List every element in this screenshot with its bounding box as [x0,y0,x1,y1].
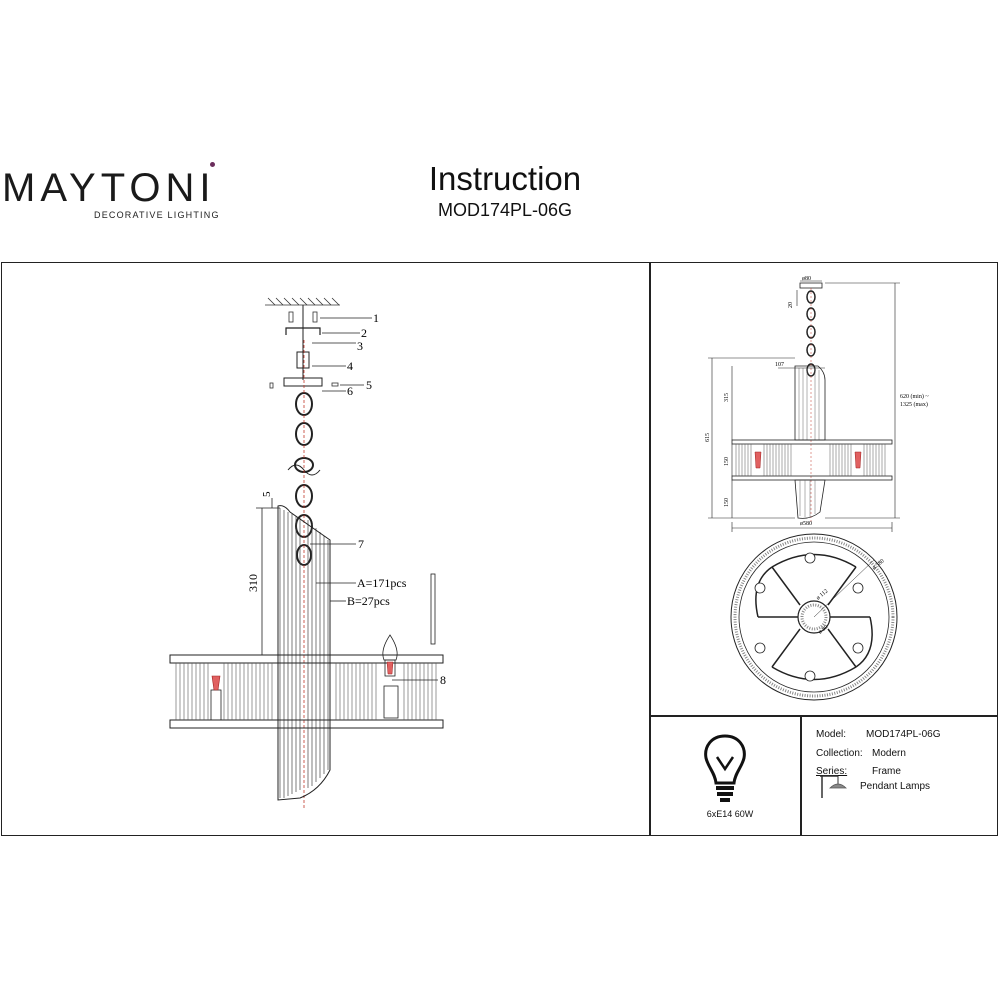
frame-divider-vertical [649,262,651,836]
callout-3: 3 [357,339,363,353]
dim-diameter: ø580 [800,521,812,527]
part-b-label: B=27pcs [347,594,390,608]
spec-collection-key: Collection: [816,748,863,759]
pendant-lamp-icon [820,775,847,798]
spec-type-value: Pendant Lamps [860,781,931,792]
dim-canopy: ø80 [802,276,811,282]
spec-series-value: Frame [872,766,901,777]
callout-8: 8 [440,673,446,687]
dim-rod: 107 [775,362,784,368]
frame-divider-spec [800,715,802,836]
bulb-icon [704,734,746,802]
callout-7: 7 [358,537,364,551]
dim-total: 620 (min) ~ [900,393,929,400]
ceiling-hatch [265,297,340,306]
plan-mid-dia: ø 112 [815,588,829,601]
model-code: MOD174PL-06G [437,200,573,220]
dim-top-label: 5 [261,491,273,497]
dimension-drawing: ø80 20 107 620 (min) ~ 1325 (max) 315 61… [705,276,929,701]
part-a-label: A=171pcs [357,576,407,590]
spec-model-value: MOD174PL-06G [866,729,941,740]
callout-4: 4 [347,359,353,373]
document-title: Instruction [428,160,582,197]
brand-dot [210,162,215,167]
document-title-block: Instruction MOD174PL-06G [410,160,600,220]
callout-1: 1 [373,311,379,325]
dim-overall: 615 [705,433,711,442]
brand-name: MAYTONI [2,166,216,210]
brand-tagline: DECORATIVE LIGHTING [94,210,220,220]
dim-total-max: 1325 (max) [900,401,928,408]
dim-lower: 150 [724,498,730,507]
callout-5: 5 [366,378,372,392]
dim-shade: 150 [724,457,730,466]
dim-upper: 315 [724,393,730,402]
dim-canopy-h: 20 [788,302,794,308]
callout-2: 2 [361,326,367,340]
plan-inner-dia: ø 80 [817,624,829,635]
spec-model-key: Model: [816,729,847,740]
callout-6: 6 [347,384,353,398]
brand-logo: MAYTONI DECORATIVE LIGHTING [2,162,222,220]
drawing-frame [1,262,998,836]
assembly-drawing: 310 5 1 2 3 4 5 6 7 8 A=171pcs B=27pcs [169,297,446,810]
bulb-spec: 6xE14 60W [706,809,754,819]
spec-series-key: Series: [816,766,848,777]
frame-divider-horizontal [650,715,998,717]
dim-height-label: 310 [246,574,260,592]
spec-collection-value: Modern [872,748,906,759]
